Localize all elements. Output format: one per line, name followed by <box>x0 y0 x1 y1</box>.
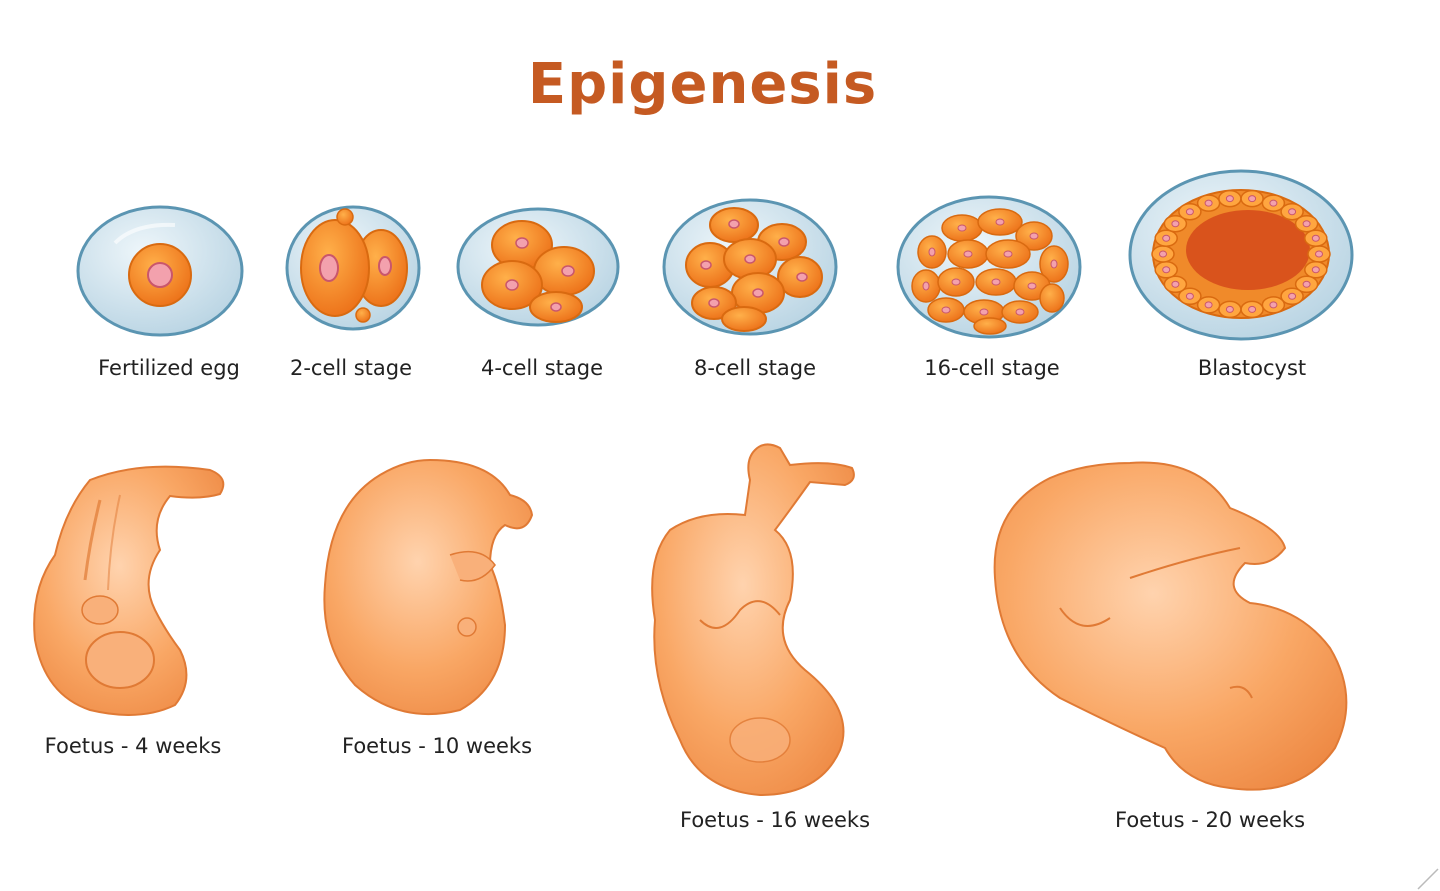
stage-label-8-cell: 8-cell stage <box>694 356 816 380</box>
blastocyst-nucleus <box>1249 196 1256 202</box>
foetus-4-weeks-icon <box>30 460 230 720</box>
stage-label-4-cell: 4-cell stage <box>481 356 603 380</box>
stage-label-16-cell: 16-cell stage <box>924 356 1059 380</box>
blastocyst-nucleus <box>1289 209 1296 215</box>
fertilized-egg-icon <box>75 203 245 339</box>
blastocyst-nucleus <box>1270 200 1277 206</box>
two-cell-stage-icon <box>285 205 421 331</box>
foetus-10-weeks-icon <box>320 455 540 720</box>
foetus-label-16-weeks: Foetus - 16 weeks <box>680 808 870 832</box>
blastocyst-nucleus <box>1205 302 1212 308</box>
blastocyst-nucleus <box>1160 251 1167 257</box>
blastocyst-nucleus <box>1163 235 1170 241</box>
blastocyst-nucleus <box>1316 251 1323 257</box>
resize-corner-icon <box>1410 861 1440 891</box>
foetus-label-20-weeks: Foetus - 20 weeks <box>1115 808 1305 832</box>
sixteen-cell-stage-icon <box>896 194 1082 340</box>
blastocyst-icon <box>1128 168 1354 342</box>
blastocyst-nucleus <box>1303 221 1310 227</box>
blastocyst-nucleus <box>1172 221 1179 227</box>
blastocyst-nucleus <box>1312 267 1319 273</box>
stage-label-2-cell: 2-cell stage <box>290 356 412 380</box>
blastocyst-nucleus <box>1186 209 1193 215</box>
blastocyst-nucleus <box>1226 196 1233 202</box>
blastocyst-nucleus <box>1270 302 1277 308</box>
blastocyst-nucleus <box>1289 293 1296 299</box>
blastocyst-nucleus <box>1312 235 1319 241</box>
foetus-16-weeks-icon <box>640 440 860 800</box>
foetus-20-weeks-icon <box>990 458 1360 798</box>
stage-label-fertilized-egg: Fertilized egg <box>98 356 240 380</box>
four-cell-stage-icon <box>456 207 620 327</box>
blastocyst-nucleus <box>1303 281 1310 287</box>
blastocyst-nucleus <box>1186 293 1193 299</box>
blastocyst-nucleus <box>1226 306 1233 312</box>
blastocyst-nucleus <box>1172 281 1179 287</box>
blastocyst-nucleus <box>1163 267 1170 273</box>
blastocyst-nucleus <box>1249 306 1256 312</box>
foetus-label-10-weeks: Foetus - 10 weeks <box>342 734 532 758</box>
foetus-label-4-weeks: Foetus - 4 weeks <box>45 734 222 758</box>
diagram-title: Epigenesis <box>0 52 1405 117</box>
blastocyst-nucleus <box>1205 200 1212 206</box>
stage-label-blastocyst: Blastocyst <box>1198 356 1306 380</box>
eight-cell-stage-icon <box>662 197 838 337</box>
